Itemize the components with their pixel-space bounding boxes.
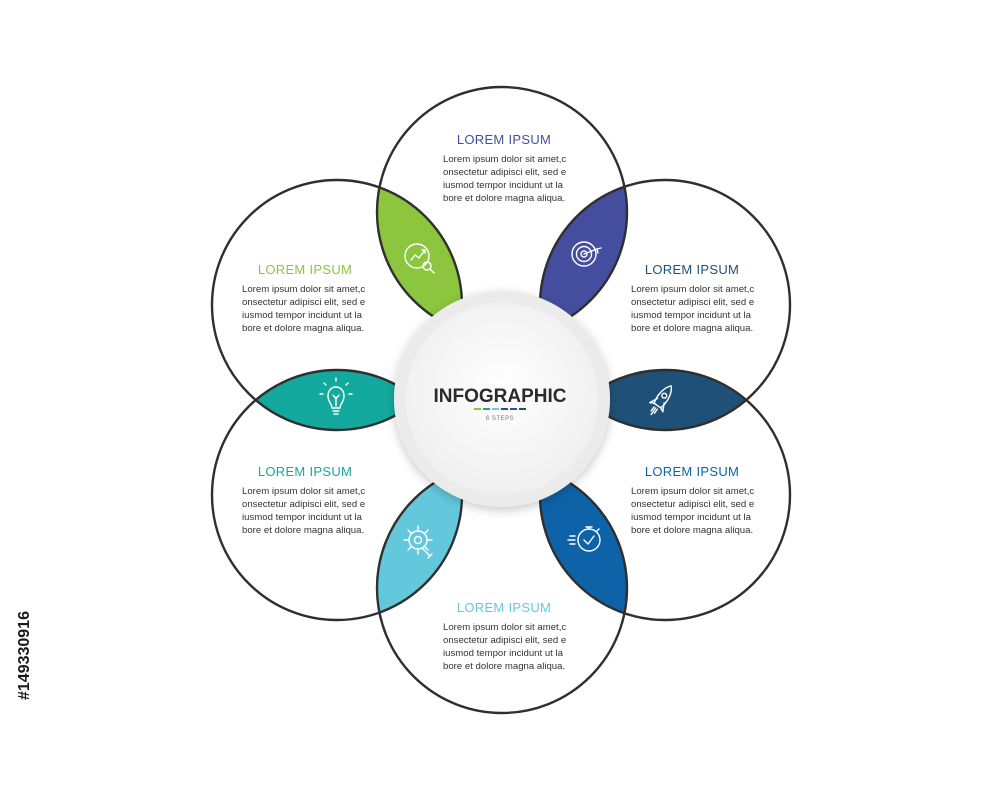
panel-bottom-line-4: bore et dolore magna aliqua. (443, 661, 565, 672)
rocket-icon (649, 385, 673, 416)
panel-upper-left-line-4: bore et dolore magna aliqua. (242, 323, 364, 334)
panel-lower-left-line-4: bore et dolore magna aliqua. (242, 525, 364, 536)
stock-id-text: #149330916 (16, 611, 33, 700)
panel-bottom: LOREM IPSUM Lorem ipsum dolor sit amet,c… (443, 600, 566, 672)
lens-bottom-left (376, 470, 463, 613)
center-dash (510, 408, 517, 410)
lens-right (583, 370, 747, 430)
center-dash (483, 408, 490, 410)
panel-top-line-3: iusmod tempor incidunt ut la (443, 180, 564, 191)
panel-lower-left: LOREM IPSUM Lorem ipsum dolor sit amet,c… (242, 464, 365, 536)
lens-layer (255, 186, 747, 614)
center-dash (519, 408, 526, 410)
panel-lower-left-title: LOREM IPSUM (258, 464, 352, 479)
target-icon (571, 241, 602, 267)
lens-top-right (540, 186, 627, 331)
panel-bottom-line-3: iusmod tempor incidunt ut la (443, 648, 564, 659)
panel-lower-left-line-2: onsectetur adipisci elit, sed e (242, 499, 365, 510)
panel-top-line-4: bore et dolore magna aliqua. (443, 193, 565, 204)
panel-upper-left-line-3: iusmod tempor incidunt ut la (242, 310, 363, 321)
stopwatch-icon (567, 526, 601, 552)
panel-upper-left-title: LOREM IPSUM (258, 262, 352, 277)
panel-upper-right-line-2: onsectetur adipisci elit, sed e (631, 297, 754, 308)
panel-bottom-title: LOREM IPSUM (457, 600, 551, 615)
panel-lower-right: LOREM IPSUM Lorem ipsum dolor sit amet,c… (631, 464, 754, 536)
panel-bottom-line-1: Lorem ipsum dolor sit amet,c (443, 622, 566, 633)
panel-upper-left-line-1: Lorem ipsum dolor sit amet,c (242, 284, 365, 295)
panel-upper-right-line-1: Lorem ipsum dolor sit amet,c (631, 284, 754, 295)
panel-upper-left: LOREM IPSUM Lorem ipsum dolor sit amet,c… (242, 262, 365, 334)
panel-upper-right-line-4: bore et dolore magna aliqua. (631, 323, 753, 334)
panel-top-title: LOREM IPSUM (457, 132, 551, 147)
center-inner-disc (406, 303, 598, 495)
center-dash (492, 408, 499, 410)
panel-lower-right-line-4: bore et dolore magna aliqua. (631, 525, 753, 536)
lightbulb-icon (319, 377, 353, 415)
panel-lower-left-line-1: Lorem ipsum dolor sit amet,c (242, 486, 365, 497)
gear-wrench-icon (403, 525, 433, 559)
panel-upper-right-title: LOREM IPSUM (645, 262, 739, 277)
center-hub: INFOGRAPHIC 6 STEPS (394, 291, 610, 507)
panel-upper-right: LOREM IPSUM Lorem ipsum dolor sit amet,c… (631, 262, 754, 334)
center-dash (474, 408, 481, 410)
lens-bottom-right (540, 469, 627, 614)
panel-lower-right-line-2: onsectetur adipisci elit, sed e (631, 499, 754, 510)
panel-lower-right-title: LOREM IPSUM (645, 464, 739, 479)
center-dash-row (474, 408, 526, 410)
panel-top-line-1: Lorem ipsum dolor sit amet,c (443, 154, 566, 165)
center-dash (501, 408, 508, 410)
lens-left (255, 370, 419, 430)
center-subtitle: 6 STEPS (486, 416, 514, 422)
panel-upper-right-line-3: iusmod tempor incidunt ut la (631, 310, 752, 321)
panel-bottom-line-2: onsectetur adipisci elit, sed e (443, 635, 566, 646)
panel-lower-left-line-3: iusmod tempor incidunt ut la (242, 512, 363, 523)
panel-upper-left-line-2: onsectetur adipisci elit, sed e (242, 297, 365, 308)
panel-lower-right-line-1: Lorem ipsum dolor sit amet,c (631, 486, 754, 497)
lens-top-left (376, 187, 463, 330)
panel-lower-right-line-3: iusmod tempor incidunt ut la (631, 512, 752, 523)
center-title: INFOGRAPHIC (434, 386, 567, 407)
panel-top-line-2: onsectetur adipisci elit, sed e (443, 167, 566, 178)
panel-top: LOREM IPSUM Lorem ipsum dolor sit amet,c… (443, 132, 566, 204)
chart-search-icon (404, 243, 435, 274)
